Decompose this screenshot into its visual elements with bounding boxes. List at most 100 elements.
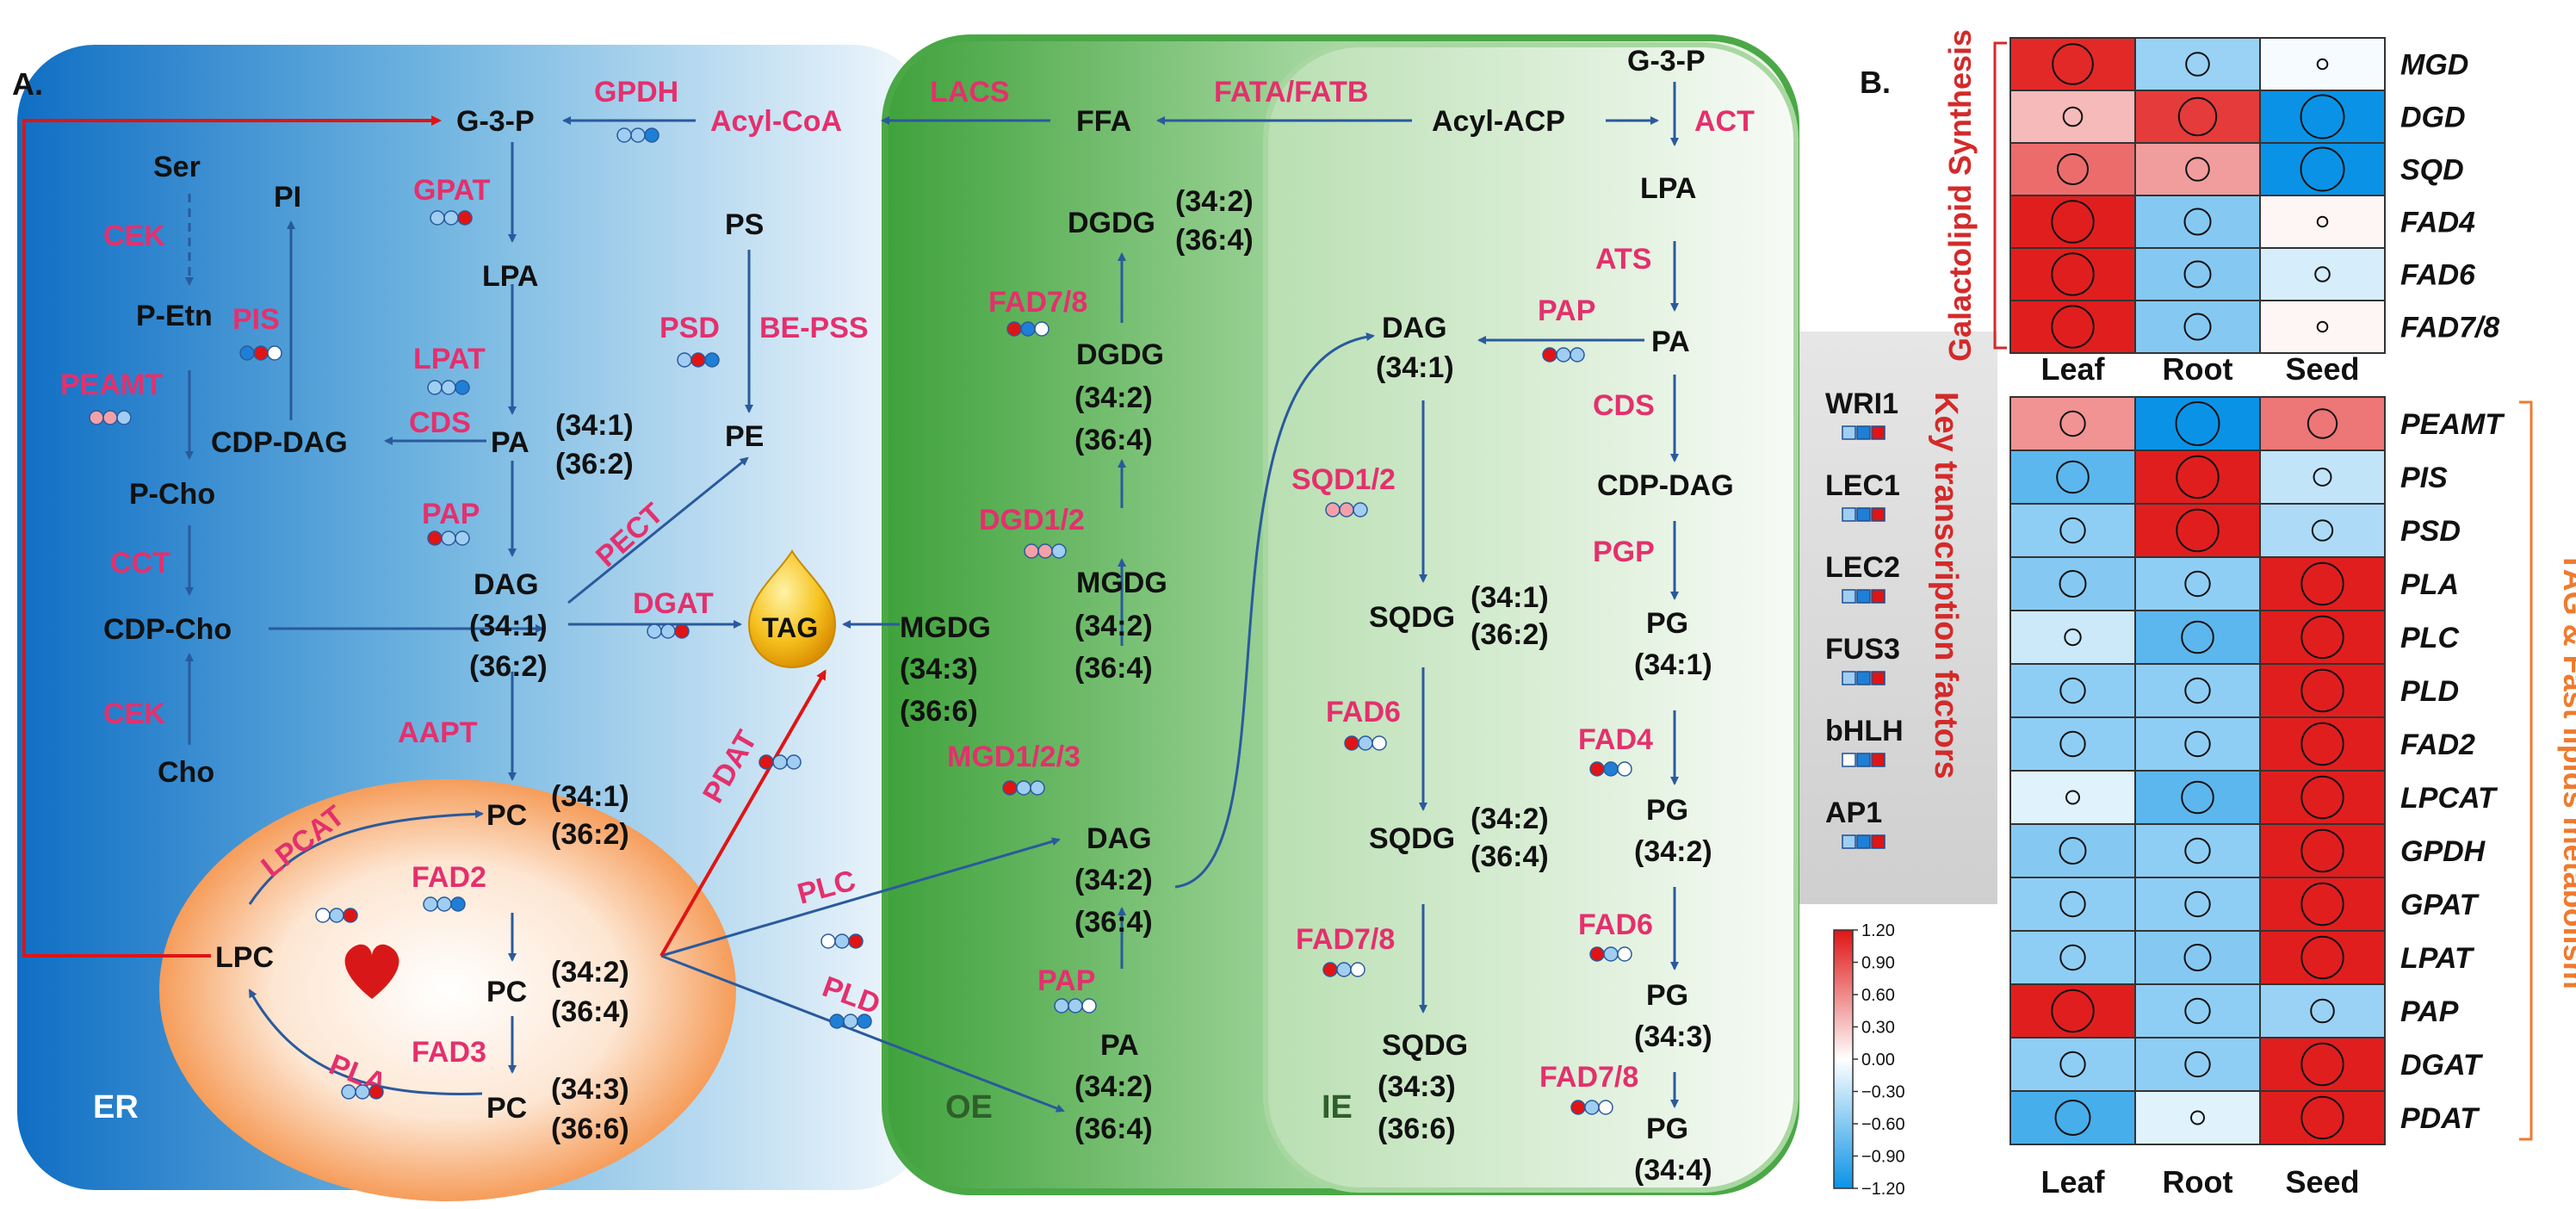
heatmap-gene-label: FAD2	[2400, 728, 2475, 761]
expression-dot	[441, 530, 456, 546]
expression-dot	[430, 210, 445, 226]
colorbar: 1.200.900.600.300.00−0.30−0.60−0.90−1.20	[1833, 921, 1905, 1199]
heatmap-gene-label: GPAT	[2400, 889, 2480, 921]
enzyme-cct: CCT	[110, 547, 170, 580]
metabolite-cho: Cho	[158, 756, 214, 789]
heatmap-circle	[2185, 52, 2210, 77]
enzyme-cek-1: CEK	[103, 220, 165, 252]
expression-dot-triplet	[1589, 761, 1632, 777]
heatmap-gene-label: PIS	[2400, 462, 2448, 494]
expression-dot-triplet	[1589, 946, 1632, 962]
expression-dot	[843, 1014, 858, 1029]
heatmap-circle	[2184, 890, 2211, 918]
metabolite-pa-oe-species-2: (36:4)	[1074, 1113, 1153, 1145]
tf-expression-square	[1856, 507, 1871, 522]
tf-expression-square	[1871, 834, 1886, 849]
expression-dot	[1344, 735, 1359, 751]
expression-dot-triplet	[616, 127, 659, 143]
heatmap-circle	[2181, 620, 2214, 654]
group-bracket	[1993, 41, 2007, 350]
heatmap-circle	[2300, 722, 2344, 766]
heatmap-circle	[2051, 989, 2095, 1033]
expression-dot-triplet	[1322, 962, 1365, 977]
heatmap-circle	[2300, 1095, 2344, 1140]
metabolite-dag-oe: DAG	[1087, 822, 1152, 855]
expression-dot	[834, 933, 850, 949]
red-arrow-pdat	[659, 669, 827, 957]
metabolite-cdp-cho: CDP-Cho	[103, 613, 232, 646]
expression-dot	[1030, 780, 1045, 796]
colorbar-tick-label: 1.20	[1861, 921, 1895, 940]
metabolite-sqdg3-species-1: (34:3)	[1378, 1070, 1456, 1103]
heatmap-circle	[2059, 677, 2086, 704]
metabolite-dgdg1: DGDG	[1068, 207, 1155, 239]
metabolite-sqdg2: SQDG	[1369, 822, 1455, 855]
panel-a-label: A.	[12, 66, 43, 102]
enzyme-gpdh: GPDH	[594, 76, 678, 108]
transcription-factor-panel: Key transcription factors WRI1LEC1LEC2FU…	[1799, 332, 1997, 904]
metabolite-acyl-coa: Acyl-CoA	[710, 105, 842, 138]
expression-dot	[1006, 321, 1022, 337]
heatmap-gene-label: GPDH	[2400, 835, 2486, 868]
expression-dot	[239, 345, 255, 361]
metabolite-dgdg2-species-1: (34:2)	[1074, 381, 1153, 414]
heatmap-gene-label: PLA	[2400, 568, 2459, 601]
expression-dot	[1054, 998, 1069, 1014]
expression-dot	[1020, 321, 1036, 337]
expression-dot	[616, 127, 632, 143]
expression-dot	[1570, 347, 1585, 363]
expression-dot	[677, 352, 692, 368]
expression-dot	[455, 530, 470, 546]
metabolite-pc1-species-1: (34:1)	[551, 780, 629, 813]
expression-dot	[1339, 502, 1354, 518]
arrow	[248, 809, 484, 905]
metabolite-ser: Ser	[153, 151, 201, 183]
expression-dot	[116, 410, 132, 425]
expression-dot	[848, 933, 864, 949]
expression-dot	[1081, 998, 1097, 1014]
expression-dot	[759, 754, 774, 770]
tf-expression-square	[1871, 589, 1886, 604]
enzyme-lacs: LACS	[930, 76, 1010, 108]
arrow	[567, 456, 749, 604]
expression-dot	[1353, 502, 1368, 518]
expression-dot-triplet	[427, 530, 470, 546]
expression-dot-triplet	[1024, 543, 1067, 559]
expression-dot-triplet	[1054, 998, 1097, 1014]
heatmap-gene-label: PDAT	[2400, 1102, 2480, 1135]
enzyme-lpat: LPAT	[413, 343, 486, 375]
heatmap-circle	[2052, 43, 2094, 85]
expression-dot	[1034, 321, 1050, 337]
metabolite-pg3-species-1: (34:3)	[1634, 1020, 1712, 1053]
heatmap-circle	[2176, 455, 2220, 499]
heatmap-circle	[2300, 561, 2344, 606]
enzyme-pgp: PGP	[1593, 536, 1655, 568]
arrow	[660, 837, 1061, 958]
metabolite-sqdg3: SQDG	[1382, 1029, 1468, 1062]
metabolite-g3p-plastid: G-3-P	[1627, 45, 1706, 78]
metabolite-tag: TAG	[762, 612, 818, 643]
heatmap-gene-label: LPCAT	[2400, 782, 2499, 815]
tag-droplet	[747, 549, 837, 669]
tf-background	[1799, 332, 1997, 904]
expression-dot	[423, 896, 438, 912]
arrow	[248, 989, 483, 1095]
heatmap-gene-label: FAD4	[2400, 207, 2475, 239]
lipid-body-ellipse	[159, 779, 736, 1201]
metabolite-sqdg2-species-2: (36:4)	[1471, 840, 1549, 873]
expression-dot	[1322, 962, 1338, 977]
metabolite-pg2-species-1: (34:2)	[1634, 835, 1712, 868]
expression-dot	[450, 896, 466, 912]
metabolite-pa-er-species-2: (36:2)	[555, 448, 634, 480]
expression-dot	[253, 345, 269, 361]
red-arrow-lpc-g3p	[22, 115, 442, 958]
heatmap-circle	[2062, 106, 2084, 127]
expression-dot	[1372, 735, 1387, 751]
expression-dot-triplet	[759, 754, 802, 770]
heatmap-gene-label: LPAT	[2400, 942, 2475, 975]
metabolite-pc1-species-2: (36:2)	[551, 818, 629, 851]
metabolite-sqdg3-species-2: (36:6)	[1378, 1113, 1456, 1145]
colorbar-gradient	[1833, 929, 1854, 1189]
heatmap-circle	[2316, 215, 2329, 228]
heatmap-circle	[2183, 208, 2212, 236]
